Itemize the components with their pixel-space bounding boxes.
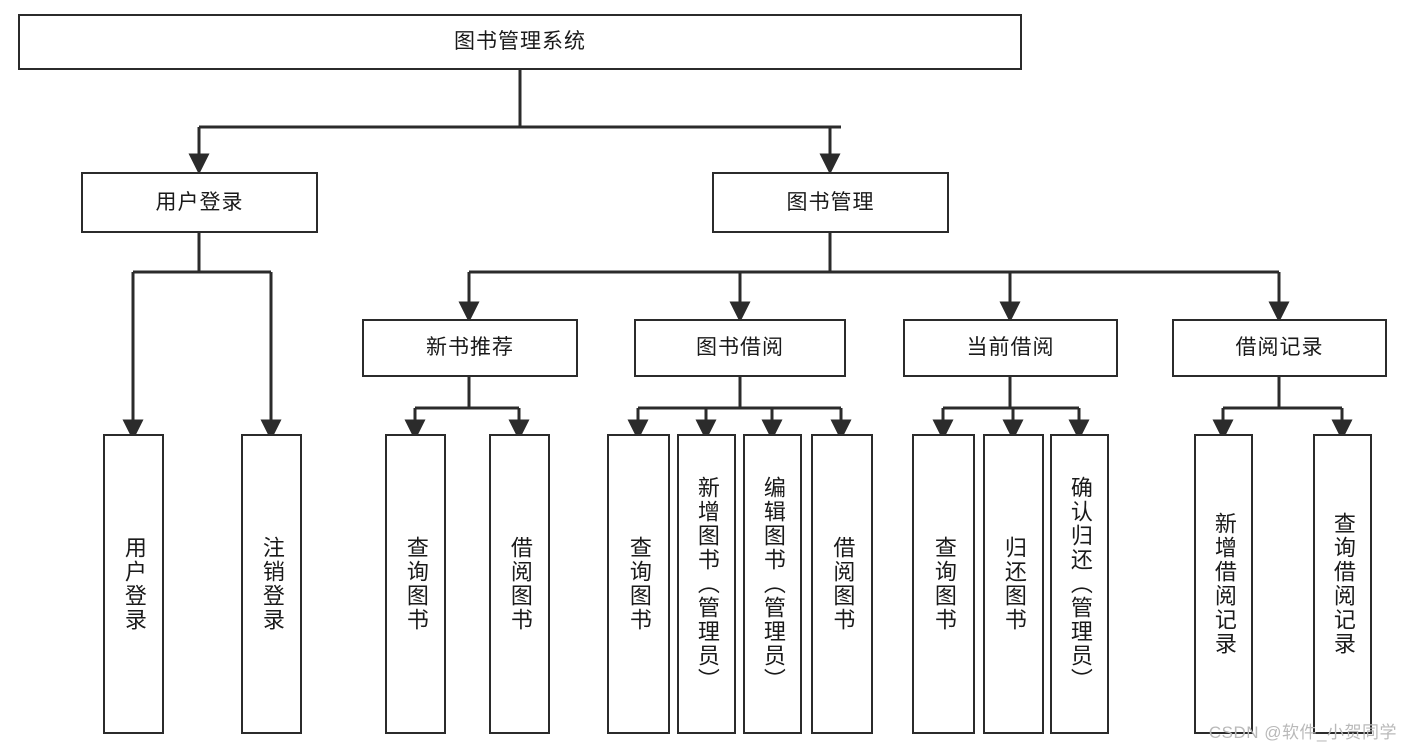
node-current-borrow-label: 当前借阅: [966, 336, 1055, 360]
node-leaf-logout[interactable]: 注销登录: [241, 434, 302, 734]
node-user-login-label: 用户登录: [155, 190, 244, 214]
node-book-borrow-label: 图书借阅: [696, 336, 784, 360]
node-leaf-borrow-book-1[interactable]: 借阅图书: [489, 434, 550, 734]
node-leaf-user-login-label: 用户登录: [121, 536, 147, 632]
node-leaf-return-book[interactable]: 归还图书: [983, 434, 1044, 734]
node-leaf-add-book[interactable]: 新增图书（管理员）: [677, 434, 736, 734]
node-user-login[interactable]: 用户登录: [81, 172, 318, 233]
node-leaf-borrow-book-2[interactable]: 借阅图书: [811, 434, 873, 734]
node-leaf-query-book-2-label: 查询图书: [626, 536, 652, 632]
node-leaf-query-record[interactable]: 查询借阅记录: [1313, 434, 1372, 734]
node-leaf-add-record[interactable]: 新增借阅记录: [1194, 434, 1253, 734]
node-leaf-confirm-return[interactable]: 确认归还（管理员）: [1050, 434, 1109, 734]
node-leaf-borrow-book-1-label: 借阅图书: [507, 536, 533, 632]
node-leaf-user-login[interactable]: 用户登录: [103, 434, 164, 734]
node-new-book-rec-label: 新书推荐: [426, 336, 514, 360]
node-leaf-query-book-2[interactable]: 查询图书: [607, 434, 670, 734]
node-leaf-add-record-label: 新增借阅记录: [1211, 512, 1237, 656]
node-leaf-query-book-1[interactable]: 查询图书: [385, 434, 446, 734]
node-book-manage[interactable]: 图书管理: [712, 172, 949, 233]
node-borrow-record-label: 借阅记录: [1235, 336, 1324, 360]
node-root[interactable]: 图书管理系统: [18, 14, 1022, 70]
node-current-borrow[interactable]: 当前借阅: [903, 319, 1118, 377]
node-leaf-confirm-return-label: 确认归还（管理员）: [1067, 476, 1093, 692]
node-leaf-edit-book[interactable]: 编辑图书（管理员）: [743, 434, 802, 734]
node-new-book-rec[interactable]: 新书推荐: [362, 319, 578, 377]
node-leaf-borrow-book-2-label: 借阅图书: [830, 536, 856, 632]
node-book-borrow[interactable]: 图书借阅: [634, 319, 846, 377]
node-leaf-query-book-3-label: 查询图书: [931, 536, 957, 632]
node-leaf-edit-book-label: 编辑图书（管理员）: [760, 476, 786, 692]
node-leaf-query-book-1-label: 查询图书: [403, 536, 429, 632]
node-book-manage-label: 图书管理: [786, 190, 875, 214]
node-root-label: 图书管理系统: [454, 30, 586, 54]
node-leaf-add-book-label: 新增图书（管理员）: [694, 476, 720, 692]
node-borrow-record[interactable]: 借阅记录: [1172, 319, 1387, 377]
node-leaf-query-record-label: 查询借阅记录: [1330, 512, 1356, 656]
node-leaf-return-book-label: 归还图书: [1001, 536, 1027, 632]
node-leaf-logout-label: 注销登录: [259, 536, 285, 632]
node-leaf-query-book-3[interactable]: 查询图书: [912, 434, 975, 734]
